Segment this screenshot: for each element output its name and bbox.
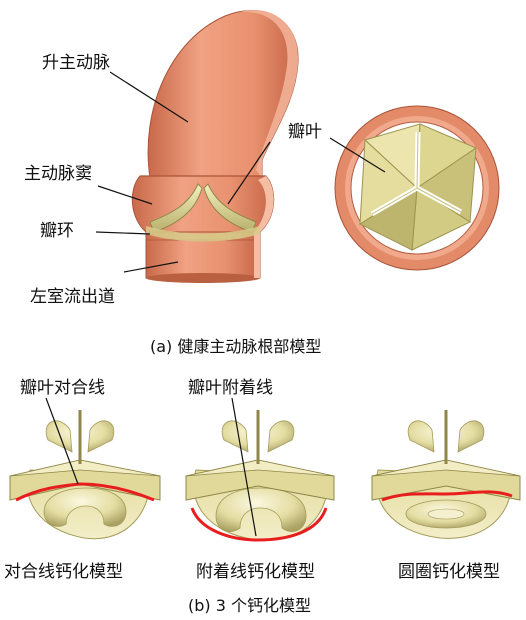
label-coaptation-line: 瓣叶对合线 bbox=[20, 380, 105, 397]
label-leaflet: 瓣叶 bbox=[288, 124, 322, 141]
label-lvot: 左室流出道 bbox=[30, 289, 115, 306]
label-attachment-line: 瓣叶附着线 bbox=[188, 380, 273, 397]
model-coaptation bbox=[10, 410, 160, 539]
model-name-coaptation: 对合线钙化模型 bbox=[4, 564, 123, 581]
label-aortic-sinus: 主动脉窦 bbox=[24, 166, 92, 183]
model-name-attachment: 附着线钙化模型 bbox=[196, 564, 315, 581]
model-attachment bbox=[186, 410, 334, 540]
label-annulus: 瓣环 bbox=[40, 223, 74, 240]
label-ascending-aorta: 升主动脉 bbox=[42, 55, 110, 72]
model-name-ring: 圆圈钙化模型 bbox=[398, 564, 500, 581]
caption-b: (b) 3 个钙化模型 bbox=[188, 598, 311, 614]
aortic-root-top-view bbox=[335, 106, 499, 270]
ascending-aorta-shape bbox=[148, 11, 298, 178]
aortic-root-section bbox=[132, 10, 298, 283]
caption-a: (a) 健康主动脉根部模型 bbox=[150, 339, 321, 355]
model-ring bbox=[372, 410, 520, 538]
